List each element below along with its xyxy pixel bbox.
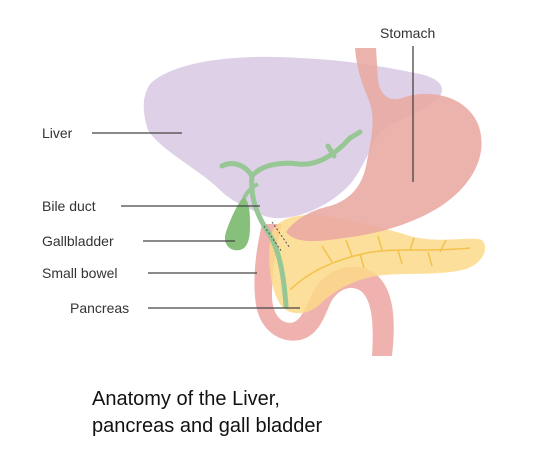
caption-line-2: pancreas and gall bladder	[92, 415, 323, 437]
liver-label: Liver	[42, 125, 73, 141]
pancreas-label: Pancreas	[70, 300, 129, 316]
cystic-duct-shape	[242, 182, 259, 199]
bile-duct-dotted-segment	[263, 221, 291, 253]
bile-duct-label: Bile duct	[42, 198, 96, 214]
gallbladder-shape	[224, 196, 250, 251]
bile-duct-shape	[219, 129, 363, 309]
small-bowel-label: Small bowel	[42, 265, 117, 281]
gallbladder-label: Gallbladder	[42, 233, 114, 249]
stomach-shape	[286, 48, 482, 242]
pancreas-duct-lines	[289, 235, 471, 291]
stomach-label: Stomach	[380, 25, 435, 41]
figure-caption: Anatomy of the Liver, pancreas and gall …	[92, 386, 512, 440]
caption-line-1: Anatomy of the Liver,	[92, 388, 280, 410]
liver-shape	[143, 56, 442, 219]
